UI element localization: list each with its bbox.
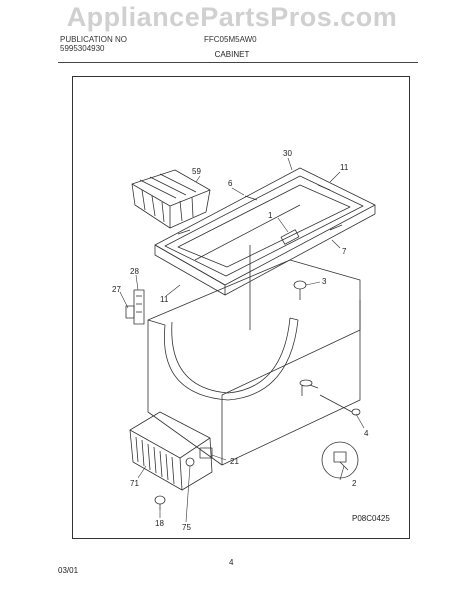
section-title: CABINET	[214, 50, 250, 59]
callout-11-top: 11	[340, 163, 349, 172]
callout-28: 28	[130, 267, 139, 276]
footer-date: 03/01	[58, 566, 79, 575]
callout-1: 1	[268, 211, 273, 220]
publication-number: 5995304930	[60, 44, 105, 53]
compartment-grille	[129, 411, 211, 459]
screw	[154, 495, 166, 505]
callout-4: 4	[364, 429, 369, 438]
callout-75: 75	[182, 523, 191, 532]
callout-2: 2	[352, 479, 357, 488]
page-number: 4	[229, 558, 234, 567]
diagram-frame	[72, 76, 410, 539]
callout-71: 71	[130, 479, 139, 488]
thermostat-knob	[293, 280, 307, 290]
callout-7: 7	[342, 247, 347, 256]
publication-label: PUBLICATION NO	[60, 35, 127, 44]
callout-30: 30	[283, 149, 292, 158]
cabinet-body	[147, 259, 361, 340]
figure-code: P08C0425	[352, 514, 390, 523]
callout-59: 59	[192, 167, 201, 176]
leveling-leg-detail	[321, 441, 359, 479]
callout-11-side: 11	[160, 295, 169, 304]
callout-6: 6	[228, 179, 233, 188]
callout-3: 3	[322, 277, 327, 286]
lid-gasket	[154, 167, 376, 286]
drain-fitting	[299, 379, 313, 387]
model-number: FFC05M5AW0	[204, 35, 257, 44]
callout-18: 18	[155, 519, 164, 528]
header-rule	[58, 62, 418, 63]
hinge	[133, 289, 145, 325]
callout-21: 21	[230, 457, 239, 466]
callout-27: 27	[112, 285, 121, 294]
